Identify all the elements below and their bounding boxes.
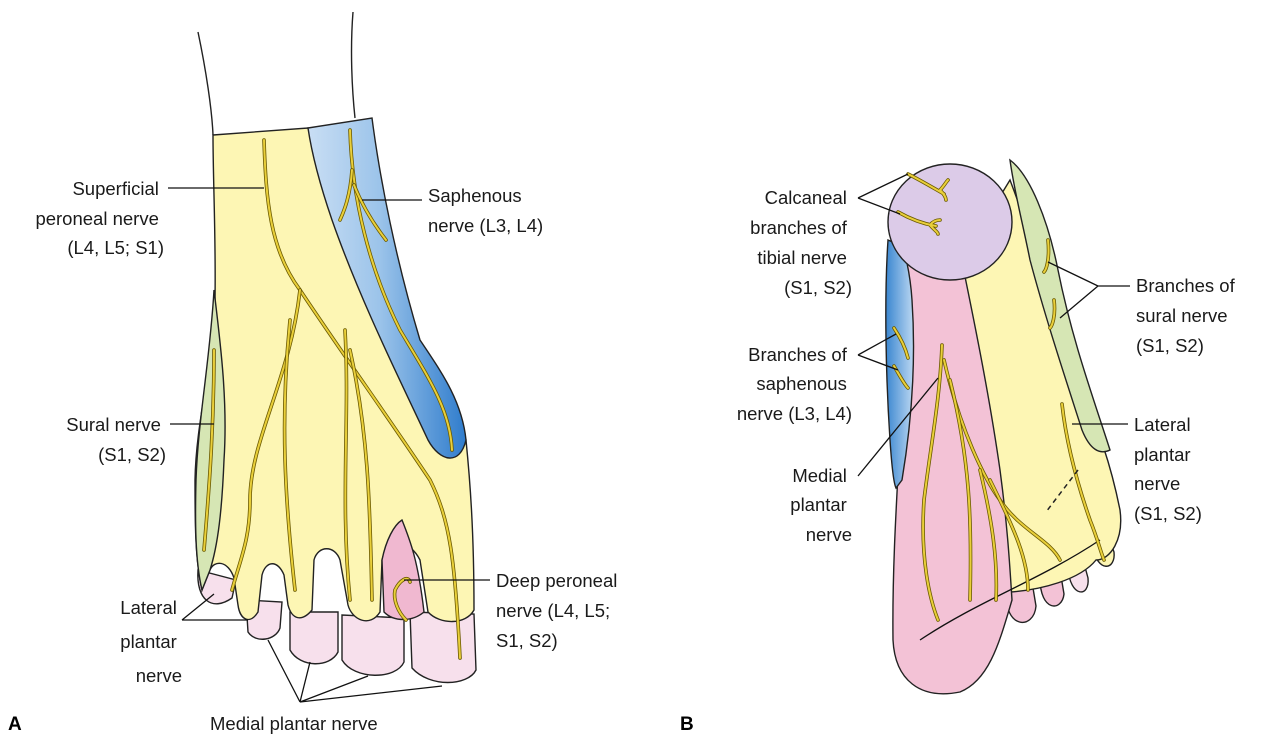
label-deep-peroneal: Deep peroneal nerve (L4, L5; S1, S2) bbox=[496, 570, 623, 651]
label-lateral-plantar-b-2: plantar bbox=[1134, 444, 1191, 465]
label-deep-peroneal-3: S1, S2) bbox=[496, 630, 558, 651]
label-saphenous: Saphenous nerve (L3, L4) bbox=[428, 185, 543, 236]
label-lateral-plantar-b: Lateral plantar nerve (S1, S2) bbox=[1134, 414, 1202, 524]
calcaneal-region bbox=[888, 164, 1012, 280]
label-saphenous-2: nerve (L3, L4) bbox=[428, 215, 543, 236]
label-lateral-plantar-b-4: (S1, S2) bbox=[1134, 503, 1202, 524]
figure-a-dorsal-foot: Superficial peroneal nerve (L4, L5; S1) … bbox=[8, 12, 623, 735]
label-sural-2: (S1, S2) bbox=[98, 444, 166, 465]
label-calcaneal-3: tibial nerve bbox=[757, 247, 846, 268]
label-saphenous-branches-1: Branches of bbox=[748, 344, 848, 365]
label-calcaneal-4: (S1, S2) bbox=[784, 277, 852, 298]
label-medial-plantar-a: Medial plantar nerve bbox=[210, 713, 378, 734]
label-sural-branches-3: (S1, S2) bbox=[1136, 335, 1204, 356]
label-saphenous-1: Saphenous bbox=[428, 185, 522, 206]
label-saphenous-branches-2: saphenous bbox=[756, 373, 847, 394]
label-medial-plantar-b-3: nerve bbox=[806, 524, 852, 545]
panel-letter-a: A bbox=[8, 714, 22, 735]
label-medial-plantar-b-1: Medial bbox=[792, 465, 847, 486]
label-lateral-plantar-a-3: nerve bbox=[136, 665, 182, 686]
label-superficial-peroneal-3: (L4, L5; S1) bbox=[67, 237, 164, 258]
figure-b-plantar-foot: Calcaneal branches of tibial nerve (S1, … bbox=[680, 160, 1240, 735]
label-superficial-peroneal-2: peroneal nerve bbox=[35, 208, 158, 229]
label-lateral-plantar-b-1: Lateral bbox=[1134, 414, 1191, 435]
label-deep-peroneal-1: Deep peroneal bbox=[496, 570, 617, 591]
label-lateral-plantar-a-1: Lateral bbox=[120, 597, 177, 618]
label-calcaneal-2: branches of bbox=[750, 217, 848, 238]
label-superficial-peroneal: Superficial peroneal nerve (L4, L5; S1) bbox=[35, 178, 164, 258]
label-calcaneal-1: Calcaneal bbox=[765, 187, 847, 208]
leg-outline bbox=[198, 12, 355, 135]
label-medial-plantar-b: Medial plantar nerve bbox=[790, 465, 852, 545]
label-superficial-peroneal-1: Superficial bbox=[72, 178, 158, 199]
label-lateral-plantar-b-3: nerve bbox=[1134, 473, 1180, 494]
label-sural: Sural nerve (S1, S2) bbox=[66, 414, 166, 465]
label-sural-1: Sural nerve bbox=[66, 414, 161, 435]
label-lateral-plantar-a: Lateral plantar nerve bbox=[120, 597, 182, 686]
panel-letter-b: B bbox=[680, 714, 694, 735]
label-sural-branches: Branches of sural nerve (S1, S2) bbox=[1136, 275, 1240, 356]
label-calcaneal: Calcaneal branches of tibial nerve (S1, … bbox=[750, 187, 852, 298]
label-sural-branches-1: Branches of bbox=[1136, 275, 1236, 296]
label-lateral-plantar-a-2: plantar bbox=[120, 631, 177, 652]
label-deep-peroneal-2: nerve (L4, L5; bbox=[496, 600, 610, 621]
label-sural-branches-2: sural nerve bbox=[1136, 305, 1228, 326]
label-saphenous-branches-3: nerve (L3, L4) bbox=[737, 403, 852, 424]
label-medial-plantar-b-2: plantar bbox=[790, 494, 847, 515]
label-saphenous-branches: Branches of saphenous nerve (L3, L4) bbox=[737, 344, 852, 424]
